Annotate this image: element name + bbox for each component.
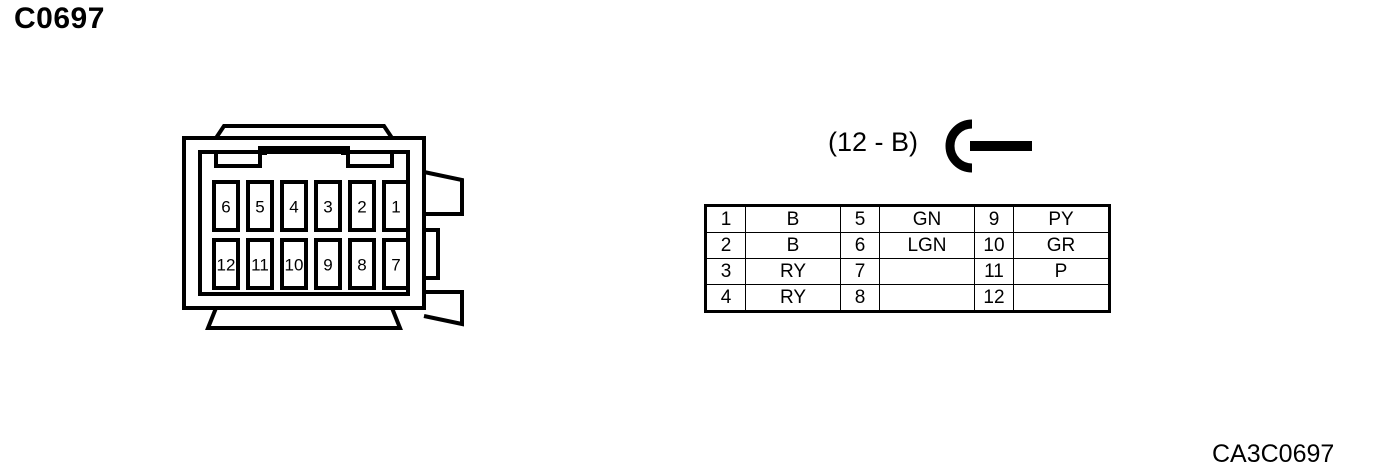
pin-cavity: [348, 238, 376, 290]
terminal-type-group: (12 - B): [828, 118, 1038, 174]
pin-cavity: [212, 238, 240, 290]
cell-pin: 7: [840, 258, 880, 285]
pin-cavity: [246, 180, 274, 232]
pin-number: 3: [323, 198, 332, 217]
pin-number: 12: [217, 256, 236, 275]
pin-cavity: [280, 180, 308, 232]
cell-pin: 3: [705, 258, 746, 285]
pin-number: 8: [357, 256, 366, 275]
connector-tab-upper: [423, 170, 464, 216]
cell-color: GR: [1013, 232, 1110, 259]
cell-color: RY: [745, 258, 841, 285]
cell-pin: 5: [840, 205, 880, 233]
pin-cavity: [314, 180, 342, 232]
female-terminal-icon: [940, 118, 1036, 174]
cell-color: RY: [745, 284, 841, 312]
pin-cavity: [246, 238, 274, 290]
connector-diagram: 6 5 4 3 2 1 12 11 10 9 8 7: [176, 122, 486, 332]
cell-color: LGN: [879, 232, 975, 259]
pin-number: 1: [391, 198, 400, 217]
pin-cavity: [212, 180, 240, 232]
pin-number: 7: [391, 256, 400, 275]
cell-pin: 6: [840, 232, 880, 259]
cell-color: GN: [879, 205, 975, 233]
pin-cavity: [382, 238, 410, 290]
table-row: 1 B 5 GN 9 PY: [705, 205, 1110, 233]
table-row: 3 RY 7 11 P: [705, 258, 1110, 285]
cell-pin: 8: [840, 284, 880, 312]
cell-color: [879, 284, 975, 312]
cell-pin: 2: [705, 232, 746, 259]
connector-tab-lower: [423, 290, 464, 327]
cell-color: B: [745, 205, 841, 233]
cell-color: PY: [1013, 205, 1110, 233]
connector-latch-notches: [260, 148, 348, 155]
page-title: C0697: [14, 2, 105, 35]
pin-cavity: [348, 180, 376, 232]
cell-color: B: [745, 232, 841, 259]
table-row: 2 B 6 LGN 10 GR: [705, 232, 1110, 259]
latch-notch-left: [260, 148, 267, 155]
connector-side-slot: [422, 228, 440, 280]
cell-pin: 12: [974, 284, 1014, 312]
connector-top-latch: [214, 124, 394, 140]
pin-cavity: [280, 238, 308, 290]
pin-number: 6: [221, 198, 230, 217]
pin-number: 11: [251, 256, 269, 275]
pin-number: 4: [289, 198, 298, 217]
cell-pin: 10: [974, 232, 1014, 259]
cell-color: [1013, 284, 1110, 312]
table-row: 4 RY 8 12: [705, 284, 1110, 312]
cell-color: [879, 258, 975, 285]
drawing-reference-code: CA3C0697: [1212, 440, 1335, 468]
connector-latch-recess: [214, 146, 394, 168]
cell-pin: 11: [974, 258, 1014, 285]
cell-pin: 9: [974, 205, 1014, 233]
cell-pin: 1: [705, 205, 746, 233]
pin-cavity: [382, 180, 410, 232]
pin-number: 5: [255, 198, 264, 217]
pin-color-table: 1 B 5 GN 9 PY 2 B 6 LGN 10 GR 3 RY: [704, 204, 1111, 313]
pin-cavity: [314, 238, 342, 290]
cell-pin: 4: [705, 284, 746, 312]
pin-number: 9: [323, 256, 332, 275]
pin-number: 2: [357, 198, 366, 217]
terminal-label: (12 - B): [828, 127, 919, 157]
pin-color-table-container: 1 B 5 GN 9 PY 2 B 6 LGN 10 GR 3 RY: [704, 204, 1111, 313]
cell-color: P: [1013, 258, 1110, 285]
connector-bottom-foot: [205, 307, 403, 330]
latch-notch-right: [341, 148, 348, 155]
pin-number: 10: [285, 256, 304, 275]
